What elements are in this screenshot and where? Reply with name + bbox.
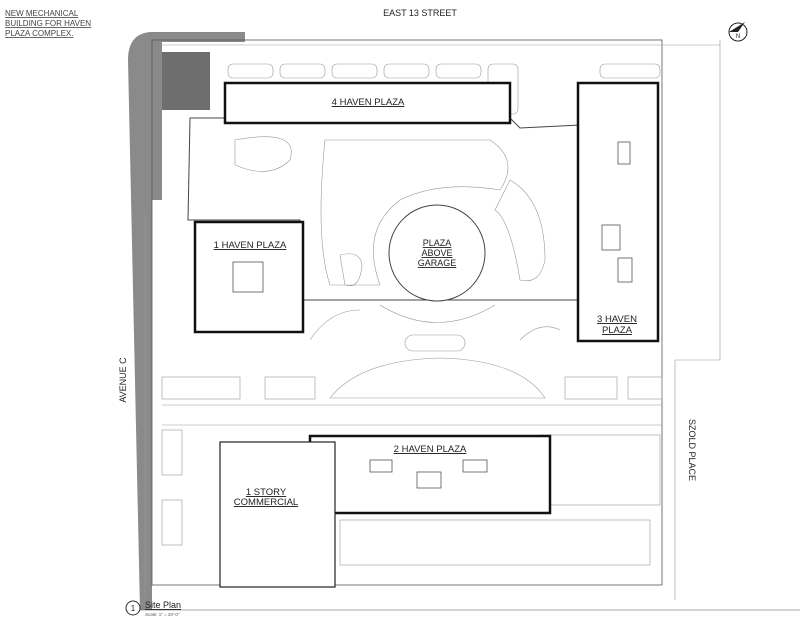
title-text: Site Plan — [145, 600, 181, 610]
building-3-haven-plaza — [576, 81, 660, 343]
label-1-haven-plaza: 1 HAVEN PLAZA — [214, 240, 287, 251]
label-plaza-1: PLAZA — [423, 238, 452, 248]
street-label-west: AVENUE C — [118, 357, 128, 403]
label-commercial-1: 1 STORY — [246, 487, 287, 498]
note-line-3: PLAZA COMPLEX. — [5, 29, 73, 38]
street-label-east: SZOLD PLACE — [687, 419, 697, 481]
building-2-haven-plaza — [308, 434, 552, 515]
label-2-haven-plaza: 2 HAVEN PLAZA — [394, 444, 467, 455]
north-arrow: N — [728, 22, 748, 42]
new-mechanical-building — [162, 52, 210, 110]
street-label-north: EAST 13 STREET — [383, 8, 457, 18]
label-plaza-2: ABOVE — [421, 248, 452, 258]
building-1-haven-plaza — [193, 220, 305, 334]
label-4-haven-plaza: 4 HAVEN PLAZA — [332, 97, 405, 108]
note-line-2: BUILDING FOR HAVEN — [5, 19, 91, 28]
title-block: 1 Site Plan Scale: 1" = 20'-0" — [125, 600, 800, 617]
label-3-haven-plaza-2: PLAZA — [602, 325, 633, 336]
north-label: N — [736, 34, 740, 40]
label-commercial-2: COMMERCIAL — [234, 497, 298, 508]
label-plaza-3: GARAGE — [418, 258, 457, 268]
site-boundary — [151, 39, 663, 586]
title-number: 1 — [131, 604, 136, 613]
plaza-circle — [388, 204, 486, 302]
note-line-1: NEW MECHANICAL — [5, 9, 79, 18]
label-3-haven-plaza-1: 3 HAVEN — [597, 314, 637, 325]
sidewalk-band — [128, 32, 245, 610]
building-4-haven-plaza — [223, 81, 512, 125]
title-scale: Scale: 1" = 20'-0" — [145, 612, 180, 617]
building-1-story-commercial — [219, 441, 336, 588]
